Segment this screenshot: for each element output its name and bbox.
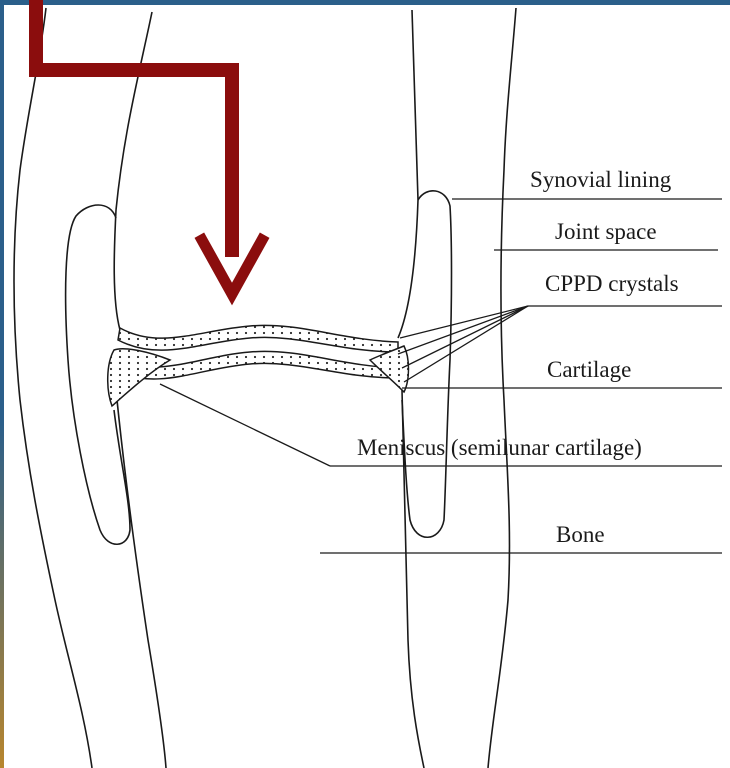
cartilage	[118, 325, 398, 379]
femur-condyle-right	[398, 200, 418, 338]
label-cppd-crystals: CPPD crystals	[545, 272, 679, 295]
frame-top-edge	[0, 0, 730, 5]
femur-right-edge	[412, 10, 418, 200]
label-joint-space: Joint space	[555, 220, 657, 243]
arrow-shaft	[36, 0, 232, 250]
limb-left-outer-edge	[14, 8, 92, 768]
label-synovial-lining: Synovial lining	[530, 168, 671, 191]
femur-condyle-left	[114, 210, 120, 330]
leader-meniscus-diagonal	[160, 384, 330, 466]
frame-left-edge	[0, 0, 4, 768]
leader-cppd-1	[400, 306, 528, 338]
leader-cppd-4	[404, 306, 528, 382]
down-arrow-icon	[36, 0, 262, 294]
label-cartilage: Cartilage	[547, 358, 631, 381]
upper-cartilage-band	[118, 325, 398, 352]
label-bone: Bone	[556, 523, 605, 546]
tibia-left-edge	[116, 390, 166, 768]
leader-cppd-2	[398, 306, 528, 354]
bone-ends	[114, 200, 418, 338]
label-meniscus: Meniscus (semilunar cartilage)	[357, 436, 642, 459]
femur-left-edge	[116, 12, 152, 210]
leader-cppd-3	[402, 306, 528, 368]
leader-lines	[160, 199, 722, 553]
